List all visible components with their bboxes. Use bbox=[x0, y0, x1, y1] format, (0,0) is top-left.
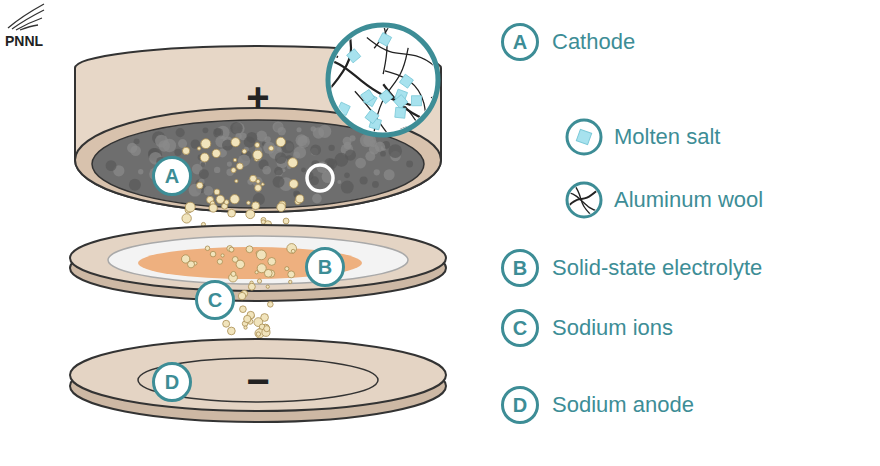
key-entry: B Solid-state electrolyte bbox=[501, 249, 762, 287]
callout-circle: B bbox=[501, 249, 539, 287]
polarity-sign: − bbox=[246, 361, 269, 401]
callout-circle: C bbox=[501, 309, 539, 347]
key-label: Solid-state electrolyte bbox=[552, 255, 762, 281]
key-label: Sodium anode bbox=[552, 392, 694, 418]
legend-label: Molten salt bbox=[614, 124, 720, 150]
callout-letter: D bbox=[165, 372, 179, 392]
aluminum-wool-icon bbox=[564, 180, 604, 220]
logo-mark bbox=[8, 4, 44, 30]
callout-node: B bbox=[305, 247, 345, 287]
polarity-sign: + bbox=[246, 77, 269, 117]
key-entry: A Cathode bbox=[501, 23, 635, 61]
legend-label: Aluminum wool bbox=[614, 187, 763, 213]
key-entry: D Sodium anode bbox=[501, 386, 694, 424]
callout-letter: A bbox=[165, 166, 179, 186]
callout-circle: C bbox=[195, 280, 235, 320]
anode-disc bbox=[70, 339, 446, 422]
key-label: Cathode bbox=[552, 29, 635, 55]
electrolyte-disc bbox=[70, 225, 446, 301]
callout-letter: C bbox=[208, 290, 222, 310]
callout-letter: B bbox=[513, 258, 527, 278]
zoom-inset bbox=[248, 0, 536, 195]
callout-circle: D bbox=[501, 386, 539, 424]
callout-node: C bbox=[195, 280, 235, 320]
callout-letter: A bbox=[513, 32, 527, 52]
key-label: Sodium ions bbox=[552, 315, 673, 341]
callout-circle: B bbox=[305, 247, 345, 287]
callout-circle: D bbox=[152, 362, 192, 402]
logo-text: PNNL bbox=[5, 34, 43, 48]
callout-letter: C bbox=[513, 318, 527, 338]
callout-node: A bbox=[152, 156, 192, 196]
key-entry: C Sodium ions bbox=[501, 309, 673, 347]
callout-circle: A bbox=[152, 156, 192, 196]
callout-circle: A bbox=[501, 23, 539, 61]
callout-letter: B bbox=[318, 257, 332, 277]
callout-node: D bbox=[152, 362, 192, 402]
legend-item: Molten salt bbox=[564, 117, 720, 157]
callout-letter: D bbox=[513, 395, 527, 415]
legend-item: Aluminum wool bbox=[564, 180, 763, 220]
molten-salt-icon bbox=[564, 117, 604, 157]
